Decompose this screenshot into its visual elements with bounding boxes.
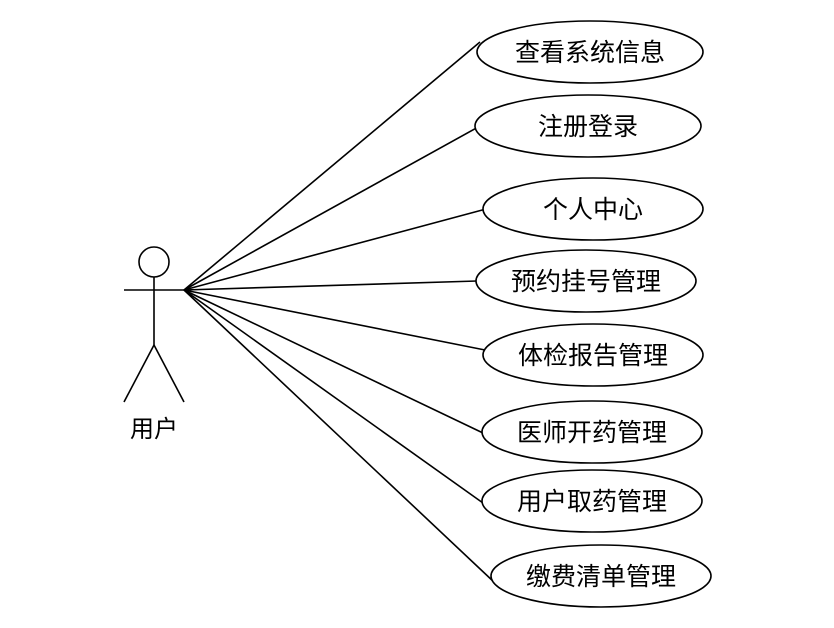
actor-label: 用户 bbox=[130, 415, 178, 443]
use-case-label: 体检报告管理 bbox=[518, 341, 668, 370]
use-case-ellipse bbox=[481, 400, 703, 464]
use-case-ellipse bbox=[474, 94, 702, 158]
use-case-ellipse bbox=[475, 249, 697, 313]
use-case-ellipse bbox=[482, 323, 704, 387]
use-case-3: 个人中心 bbox=[482, 177, 704, 241]
use-case-label: 预约挂号管理 bbox=[511, 267, 661, 296]
use-case-ellipse bbox=[490, 544, 712, 608]
use-case-4: 预约挂号管理 bbox=[475, 249, 697, 313]
actor-figure bbox=[123, 246, 185, 403]
association-line-6 bbox=[183, 289, 484, 434]
use-case-label: 用户取药管理 bbox=[517, 487, 667, 516]
use-case-7: 用户取药管理 bbox=[481, 469, 703, 533]
association-line-3 bbox=[183, 208, 487, 291]
actor-left-leg bbox=[123, 344, 155, 403]
use-case-label: 注册登录 bbox=[538, 112, 638, 141]
use-case-label: 个人中心 bbox=[543, 195, 643, 224]
use-case-ellipse bbox=[481, 469, 703, 533]
use-case-label: 医师开药管理 bbox=[517, 418, 667, 447]
use-case-6: 医师开药管理 bbox=[481, 400, 703, 464]
use-case-label: 缴费清单管理 bbox=[526, 562, 676, 591]
actor-head bbox=[138, 246, 170, 278]
association-line-1 bbox=[183, 41, 481, 291]
use-case-8: 缴费清单管理 bbox=[490, 544, 712, 608]
actor-right-leg bbox=[153, 344, 185, 403]
association-lines bbox=[183, 41, 496, 584]
association-line-8 bbox=[183, 289, 496, 584]
association-line-7 bbox=[183, 289, 484, 504]
use-case-label: 查看系统信息 bbox=[515, 38, 665, 67]
use-case-5: 体检报告管理 bbox=[482, 323, 704, 387]
association-line-5 bbox=[183, 289, 486, 351]
use-case-2: 注册登录 bbox=[474, 94, 702, 158]
use-case-ellipse bbox=[482, 177, 704, 241]
association-line-4 bbox=[183, 280, 478, 291]
use-case-1: 查看系统信息 bbox=[476, 20, 704, 84]
use-case-ellipse bbox=[476, 20, 704, 84]
association-line-2 bbox=[183, 125, 481, 291]
